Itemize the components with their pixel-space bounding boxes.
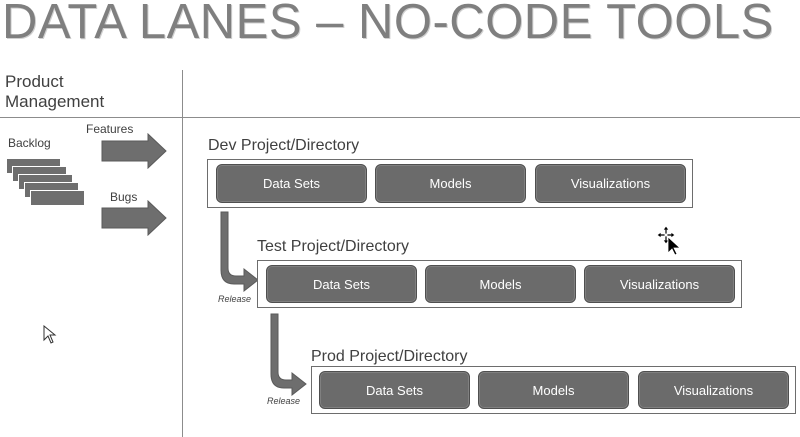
release-arrow-icon xyxy=(270,313,307,396)
column-divider xyxy=(182,70,183,437)
bugs-arrow-icon xyxy=(101,200,167,236)
bugs-label: Bugs xyxy=(110,190,138,204)
backlog-label: Backlog xyxy=(8,136,51,150)
features-arrow-icon xyxy=(101,133,167,169)
pointer-cursor-icon xyxy=(43,325,57,344)
prod-models-button[interactable]: Models xyxy=(478,371,629,409)
dev-models-button[interactable]: Models xyxy=(375,164,526,203)
test-models-button[interactable]: Models xyxy=(425,265,576,303)
product-management-line-2: Management xyxy=(5,92,105,111)
test-data-sets-button[interactable]: Data Sets xyxy=(266,265,417,303)
dev-visualizations-button[interactable]: Visualizations xyxy=(535,164,686,203)
dev-project-frame: Data Sets Models Visualizations xyxy=(207,159,693,208)
prod-data-sets-button[interactable]: Data Sets xyxy=(319,371,470,409)
release-label: Release xyxy=(267,396,301,406)
header-divider xyxy=(0,117,800,118)
features-label: Features xyxy=(86,122,134,136)
prod-visualizations-button[interactable]: Visualizations xyxy=(638,371,789,409)
dev-data-sets-button[interactable]: Data Sets xyxy=(216,164,367,203)
product-management-line-1: Product xyxy=(5,72,64,91)
product-management-label: Product Management xyxy=(5,72,104,112)
release-label: Release xyxy=(218,294,252,304)
backlog-stack xyxy=(6,158,96,214)
page-title: DATA LANES – NO-CODE TOOLS xyxy=(2,0,774,49)
test-project-title: Test Project/Directory xyxy=(257,238,410,255)
backlog-card xyxy=(30,190,85,206)
release-arrow-icon xyxy=(220,211,259,292)
prod-project-title: Prod Project/Directory xyxy=(311,348,468,365)
move-cursor-icon xyxy=(657,226,682,256)
test-project-frame: Data Sets Models Visualizations xyxy=(257,260,742,308)
dev-project-title: Dev Project/Directory xyxy=(208,137,360,154)
prod-project-frame: Data Sets Models Visualizations xyxy=(311,366,796,414)
test-visualizations-button[interactable]: Visualizations xyxy=(584,265,735,303)
